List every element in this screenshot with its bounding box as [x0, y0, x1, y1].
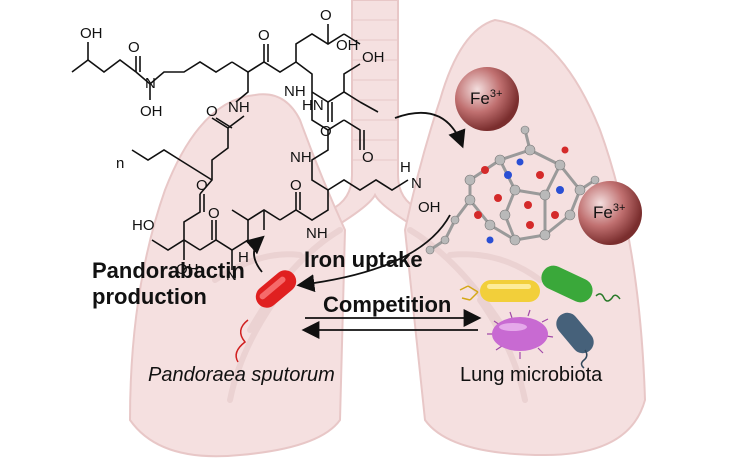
atom-label: OH: [336, 37, 359, 54]
iron-uptake-label: Iron uptake: [304, 247, 423, 272]
atom-label: OH: [418, 199, 441, 216]
production-arrow: [245, 235, 265, 273]
iron-complex-3d: [425, 125, 600, 255]
atom-label: OH: [80, 25, 103, 42]
bacterium-slate: [556, 312, 594, 369]
atom-label: HO: [132, 217, 155, 234]
atom-label: N: [411, 175, 422, 192]
competition-label: Competition: [323, 292, 452, 317]
molecule-labels: OH O N OH O NH O NH O OH OH O HN NH O H …: [80, 7, 441, 284]
iron-ion-1: Fe3+: [455, 67, 519, 131]
bacterium-purple: [487, 309, 554, 359]
iron-label: Fe: [470, 89, 490, 108]
uptake-arrow-top: [394, 111, 466, 149]
atom-label: NH: [284, 83, 306, 100]
microbiota-label: Lung microbiota: [460, 364, 603, 386]
atom-label: O: [206, 103, 218, 120]
lungs: [128, 0, 647, 458]
iron-ion-2: Fe3+: [578, 181, 642, 245]
trachea: [328, 0, 422, 227]
bacterium-yellow: [459, 280, 540, 302]
pandorabactin-label-line2: production: [92, 284, 207, 309]
iron-charge: 3+: [613, 202, 626, 214]
atom-label: O: [362, 149, 374, 166]
atom-label: NH: [306, 225, 328, 242]
atom-label: N: [145, 75, 156, 92]
organism-label: Pandoraea sputorum: [148, 364, 335, 386]
atom-label: N: [226, 267, 237, 284]
svg-text:Fe3+: Fe3+: [593, 202, 625, 222]
atom-label: H: [400, 159, 411, 176]
atom-label: O: [128, 39, 140, 56]
atom-label: HN: [302, 97, 324, 114]
atom-label: OH: [140, 103, 163, 120]
atom-label: O: [320, 123, 332, 140]
atom-label: n: [116, 155, 124, 172]
iron-charge: 3+: [490, 88, 503, 100]
pandoraea-bacterium: [235, 270, 297, 363]
atom-label: H: [238, 249, 249, 266]
atom-label: NH: [228, 99, 250, 116]
atom-label: O: [320, 7, 332, 24]
arrows: [245, 111, 482, 339]
lung-microbiota-bacteria: [459, 265, 621, 369]
iron-uptake-arrow: [296, 214, 451, 293]
atom-label: O: [290, 177, 302, 194]
bacterium-green: [541, 265, 621, 303]
pandorabactin-label-line1: Pandorabactin: [92, 258, 245, 283]
iron-label: Fe: [593, 203, 613, 222]
molecule-structure: [71, 24, 409, 270]
atom-label: O: [258, 27, 270, 44]
atom-label: OH: [176, 261, 199, 278]
atom-label: OH: [362, 49, 385, 66]
svg-text:Fe3+: Fe3+: [470, 88, 502, 108]
atom-label: O: [208, 205, 220, 222]
atom-label: O: [196, 177, 208, 194]
atom-label: NH: [290, 149, 312, 166]
left-lung: [128, 93, 347, 458]
